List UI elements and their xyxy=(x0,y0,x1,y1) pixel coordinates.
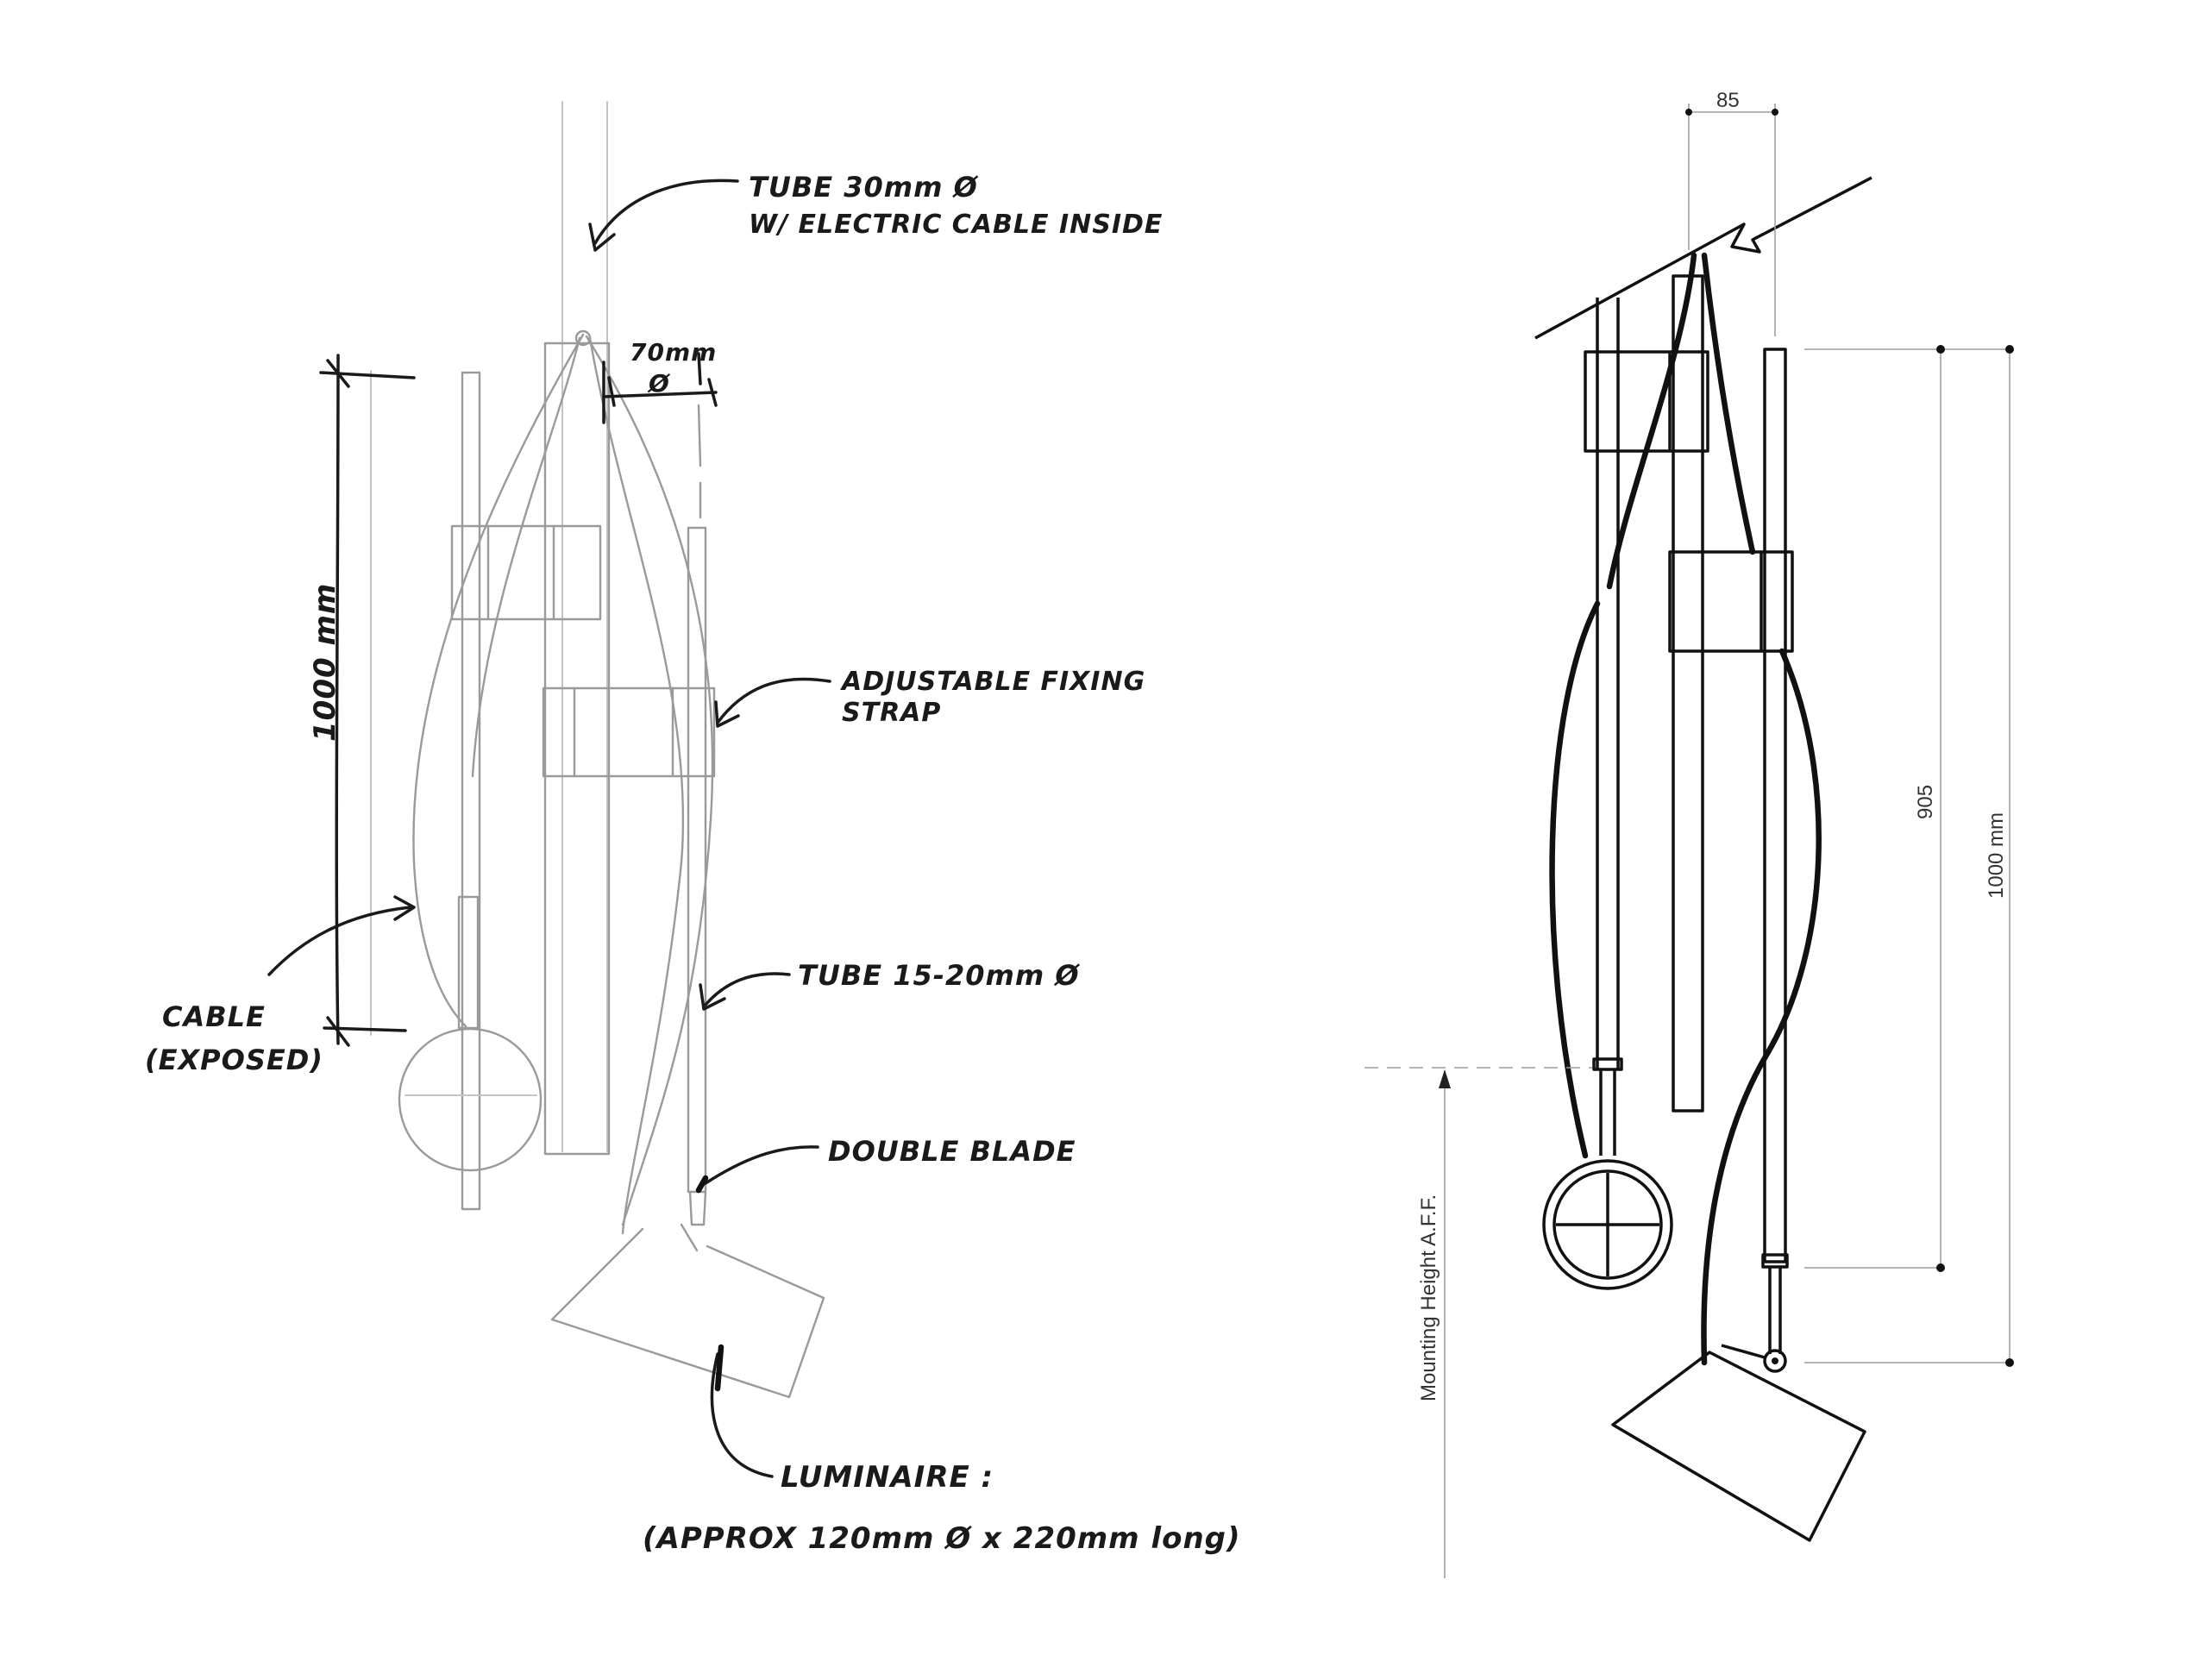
mounting-height: Mounting Height A.F.F. xyxy=(1364,1067,1592,1578)
left-tube-sketch xyxy=(370,370,481,1211)
left-rod xyxy=(1592,298,1623,1156)
luminaire-label-line1: LUMINAIRE : xyxy=(781,1460,994,1495)
tube-30-label-line2: W/ ELECTRIC CABLE INSIDE xyxy=(749,210,1163,240)
right-rod xyxy=(1761,348,1789,1354)
strap-callout: ADJUSTABLE FIXING STRAP xyxy=(714,667,1145,728)
lower-strap xyxy=(1668,550,1794,653)
dim-1000-sketch: 1000 mm xyxy=(308,354,416,1047)
dia-70-label: 70mm xyxy=(630,338,717,367)
dim-70-sketch: 70mm Ø xyxy=(602,338,718,519)
dim-85-label: 85 xyxy=(1716,89,1740,112)
tube-30-label-line1: TUBE 30mm Ø xyxy=(749,171,979,204)
tube-15-20-label: TUBE 15-20mm Ø xyxy=(798,959,1080,992)
cable-label-line2: (EXPOSED) xyxy=(145,1044,323,1076)
strap-label-line2: STRAP xyxy=(842,698,941,728)
luminaire-label-line2: (APPROX 120mm Ø x 220mm long) xyxy=(643,1521,1241,1556)
height-dimensions: 905 1000 mm xyxy=(1804,345,2014,1367)
exposed-cable-sketch xyxy=(412,329,714,1235)
double-blade-label: DOUBLE BLADE xyxy=(828,1135,1076,1168)
blade-luminaire xyxy=(1611,1344,1866,1542)
ceiling-line xyxy=(1534,176,1872,340)
cable-callout: CABLE (EXPOSED) xyxy=(145,895,416,1076)
blade-luminaire-sketch xyxy=(550,1223,825,1399)
dim-1000-label: 1000 mm xyxy=(1985,812,2008,899)
double-blade-callout: DOUBLE BLADE xyxy=(695,1135,1076,1194)
mounting-height-label: Mounting Height A.F.F. xyxy=(1417,1194,1440,1401)
dia-70-symbol: Ø xyxy=(647,369,671,398)
main-tube-sketch xyxy=(543,101,611,1156)
concept-sketch: 70mm Ø 1000 mm TUBE 30mm Ø W/ ELECTRIC C… xyxy=(145,101,1241,1556)
right-tube-sketch xyxy=(687,526,707,1226)
dim-905-label: 905 xyxy=(1914,785,1937,819)
strap-label-line1: ADJUSTABLE FIXING xyxy=(840,667,1145,697)
upper-strap xyxy=(1584,350,1709,453)
height-1000-label: 1000 mm xyxy=(308,583,342,742)
tube-15-20-callout: TUBE 15-20mm Ø xyxy=(699,959,1080,1011)
cable-lines xyxy=(1549,252,1822,1366)
round-luminaire-sketch xyxy=(398,895,543,1172)
technical-drawing: 85 xyxy=(1364,89,2014,1578)
round-luminaire xyxy=(1542,1159,1673,1290)
fixing-strap-sketch xyxy=(450,524,716,778)
cable-label-line1: CABLE xyxy=(162,1000,266,1033)
luminaire-callout: LUMINAIRE : (APPROX 120mm Ø x 220mm long… xyxy=(643,1344,1241,1556)
middle-rod xyxy=(1672,274,1704,1113)
dim-85: 85 xyxy=(1685,89,1778,336)
tube-30-callout: TUBE 30mm Ø W/ ELECTRIC CABLE INSIDE xyxy=(588,171,1163,252)
